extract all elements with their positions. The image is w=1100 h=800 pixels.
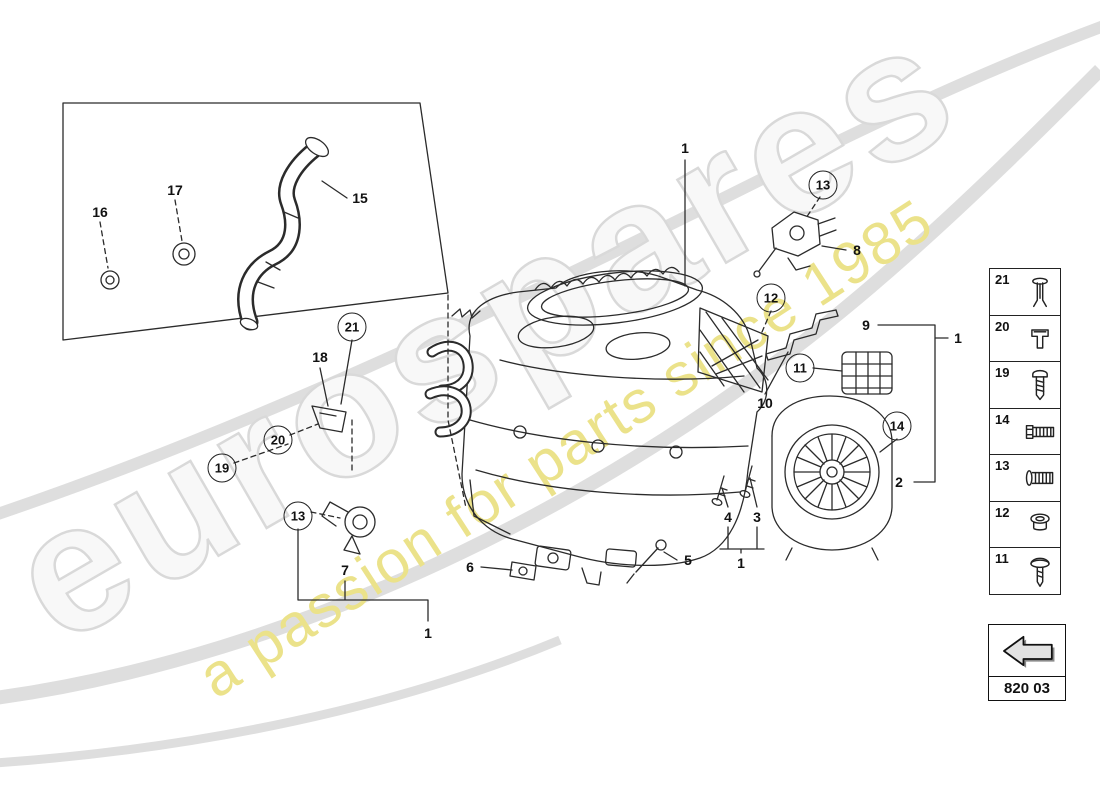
part-callout-4[interactable]: 4 — [724, 509, 732, 525]
grommet-17-drawing — [172, 242, 196, 266]
part-callout-circled-20[interactable]: 20 — [263, 425, 293, 455]
part-callout-9[interactable]: 9 — [862, 317, 870, 333]
actuator-flap-drawings — [534, 545, 638, 586]
sidebar-item-number: 19 — [995, 365, 1010, 380]
sidebar-item-number: 20 — [995, 318, 1010, 334]
part-callout-5[interactable]: 5 — [684, 552, 692, 568]
part-callout-1[interactable]: 1 — [737, 555, 745, 571]
stud-bolt-icon — [1025, 470, 1054, 486]
blower-motor-drawing — [771, 395, 893, 561]
actuator-8-drawing — [753, 211, 837, 278]
part-callout-circled-21[interactable]: 21 — [337, 312, 367, 342]
part-callout-circled-14[interactable]: 14 — [882, 411, 912, 441]
grommet-16-drawing — [100, 270, 120, 290]
part-callout-circled-11[interactable]: 11 — [785, 353, 815, 383]
sidebar-item-number: 14 — [995, 411, 1010, 427]
hose-15-drawing — [237, 136, 330, 331]
sensor-5-drawing — [626, 539, 667, 584]
pan-screw-icon — [1032, 369, 1048, 401]
sidebar-item-19[interactable]: 19 — [989, 361, 1061, 409]
part-callout-1[interactable]: 1 — [681, 140, 689, 156]
leader-lines — [297, 159, 949, 622]
sidebar-item-21[interactable]: 21 — [989, 268, 1061, 316]
hex-bolt-icon — [1025, 424, 1055, 439]
sidebar-item-14[interactable]: 14 — [989, 407, 1061, 456]
part-callout-10[interactable]: 10 — [757, 395, 773, 411]
hvac-unit-drawing — [451, 266, 769, 567]
part-callout-circled-19[interactable]: 19 — [207, 453, 237, 483]
part-callout-2[interactable]: 2 — [895, 474, 903, 490]
sidebar-item-number: 21 — [995, 272, 1010, 287]
mushroom-screw-icon — [1030, 557, 1050, 588]
part-callout-circled-13[interactable]: 13 — [808, 170, 838, 200]
sidebar-item-20[interactable]: 20 — [989, 314, 1061, 363]
fastener-sidebar: 21 20 19 14 13 12 11 — [989, 268, 1061, 595]
part-callout-18[interactable]: 18 — [312, 349, 328, 365]
sidebar-item-number: 12 — [995, 504, 1010, 520]
flange-nut-icon — [1030, 512, 1050, 531]
sidebar-item-number: 13 — [995, 458, 1010, 473]
sidebar-item-number: 11 — [995, 551, 1009, 566]
sidebar-item-11[interactable]: 11 — [989, 547, 1061, 595]
page-code-box: 820 03 — [988, 676, 1066, 701]
part-callout-1[interactable]: 1 — [954, 330, 962, 346]
sidebar-item-12[interactable]: 12 — [989, 500, 1061, 549]
bracket-18-drawing — [311, 405, 347, 433]
part-callout-7[interactable]: 7 — [341, 562, 349, 578]
sidebar-item-13[interactable]: 13 — [989, 454, 1061, 502]
blower-resistor-drawing — [841, 351, 893, 395]
actuator-7-drawing — [321, 501, 376, 555]
bracket-6-drawing — [509, 561, 537, 581]
dashed-construction-lines — [99, 196, 821, 519]
left-hoses-drawing — [424, 340, 474, 438]
rivet-icon — [1032, 277, 1048, 308]
part-callout-17[interactable]: 17 — [167, 182, 183, 198]
inset-box — [62, 102, 449, 341]
part-callout-1[interactable]: 1 — [424, 625, 432, 641]
page-code: 820 03 — [1004, 680, 1050, 697]
clip-icon — [1031, 328, 1049, 349]
part-callout-8[interactable]: 8 — [853, 242, 861, 258]
part-callout-circled-13[interactable]: 13 — [283, 501, 313, 531]
part-callout-6[interactable]: 6 — [466, 559, 474, 575]
part-callout-15[interactable]: 15 — [352, 190, 368, 206]
part-callout-16[interactable]: 16 — [92, 204, 108, 220]
part-callout-3[interactable]: 3 — [753, 509, 761, 525]
back-arrow-icon — [1003, 635, 1055, 668]
nav-back-button[interactable] — [988, 624, 1066, 678]
part-callout-circled-12[interactable]: 12 — [756, 283, 786, 313]
